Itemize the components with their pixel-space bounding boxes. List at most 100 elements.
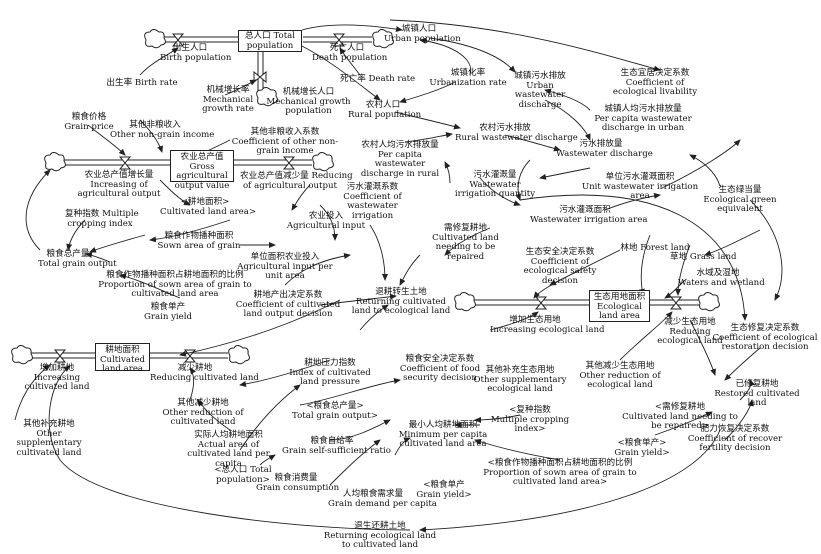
zh: 复种指数 Multiple [65,209,139,219]
zh: 退耕转生土地 [375,287,427,297]
stock-label-zh: 生态用地面积 [593,292,646,302]
en: Returning cultivated land to ecological … [351,296,451,316]
en: Proportion of sown area of grain to cult… [483,467,637,487]
zh: 污水灌溉系数 [346,182,399,192]
zh: <粮食总产量> [306,401,364,411]
en: Wastewater discharge [556,148,653,159]
en: Actual area of cultivated land per capit… [187,439,270,469]
en: Urbanization rate [429,77,507,88]
en: Coefficient of ecological safety decisio… [523,256,597,286]
zh: <需修复耕地 [654,402,706,412]
stock-label-zh: 耕地面积 [105,345,140,355]
var-death-rate: 死亡率 Death rate [340,74,415,85]
zh: 生态修复决定系数 [730,323,800,333]
zh: 需修复耕地 [444,223,487,233]
zh: 污水排放量 [579,139,623,149]
zh: 生态安全决定系数 [525,247,595,257]
en: Unit wastewater irrigation area [581,181,699,201]
stock-total-population: 总人口 Total population [238,30,302,52]
en: Grain yield> [416,489,472,500]
zh: 粮食单产 [150,302,186,312]
zh: 人均粮食需求量 [342,489,404,499]
zh: 减少耕地 [177,363,213,373]
en: Grain consumption [256,482,340,493]
en: Restored cultivated land [714,388,800,408]
en: Other non-grain income [110,129,215,140]
zh: 耕地压力指数 [304,358,356,368]
en: Grain yield [143,311,193,322]
en: Cultivated land area> [160,206,257,217]
en: Wastewater irrigation area [530,214,648,225]
en: Coefficient of recover fertility decisio… [687,433,783,453]
en: Coefficient of food security decision [399,363,481,383]
en: Mechanical growth population [266,96,351,116]
var-grain-yield-ref-right: <粮食单产>Grain yield> [612,438,672,458]
en: Cultivated land needing to be repaired [432,232,499,262]
en: Per capita wastewater discharge in rural [360,149,440,179]
en: Rural wastewater discharge [455,132,578,143]
zh: 机械增长率 [206,85,250,95]
zh: 农业总产值增长量 [84,170,154,180]
stock-gross-agricultural-output: 农业总产值 Gross agricultural output value [170,150,234,190]
source-sink-clouds [11,29,720,365]
en: cropping index [67,218,133,229]
en: Cultivated land needing to be repaired> [622,411,738,431]
en: Increasing of agricultural output [77,179,161,199]
zh: 其他非粮收入系数 [250,127,320,137]
zh: 增加耕地 [39,363,75,373]
en: Wastewater irrigation quantity [454,179,536,199]
en: Returning ecological land to cultivated … [323,530,437,550]
en: Total grain output> [292,410,378,421]
en: Mechanical growth rate [202,94,254,114]
en: Agricultural input per unit area [237,261,333,281]
zh: 单位污水灌溉面积 [605,172,675,182]
zh: 粮食自给率 [310,436,354,446]
en: Reducing ecological land [657,326,723,346]
zh: 城镇人口 [401,24,437,34]
zh: 生态绿当量 [718,185,762,195]
zh: 出生人口 [172,43,208,53]
zh: <粮食单产> [617,438,667,448]
en: Sown area of grain [157,240,241,251]
en: Agricultural input [286,220,366,231]
zh: 机械增长人口 [282,87,335,97]
zh: 实际人均耕地面积 [194,430,263,440]
en: Reducing cultivated land [150,372,259,383]
var-total-grain-output-ref: <粮食总产量>Total grain output> [290,401,380,421]
zh: 其他减少耕地 [177,398,229,408]
zh: 死亡人口 [329,43,365,53]
zh: 其他减少生态用地 [585,361,655,371]
zh: 肥力恢复决定系数 [700,424,770,434]
zh: 农村人均污水排放量 [361,140,439,150]
stock-label-en: Gross agricultural output value [174,161,230,191]
en: Total grain output [38,258,117,269]
en: Increasing cultivated land [24,372,90,392]
en: Coefficient of ecological livability [612,77,698,97]
var-forest-land: 林地 Forest land [620,243,690,254]
zh: 最小人均耕地面积 [408,420,478,430]
